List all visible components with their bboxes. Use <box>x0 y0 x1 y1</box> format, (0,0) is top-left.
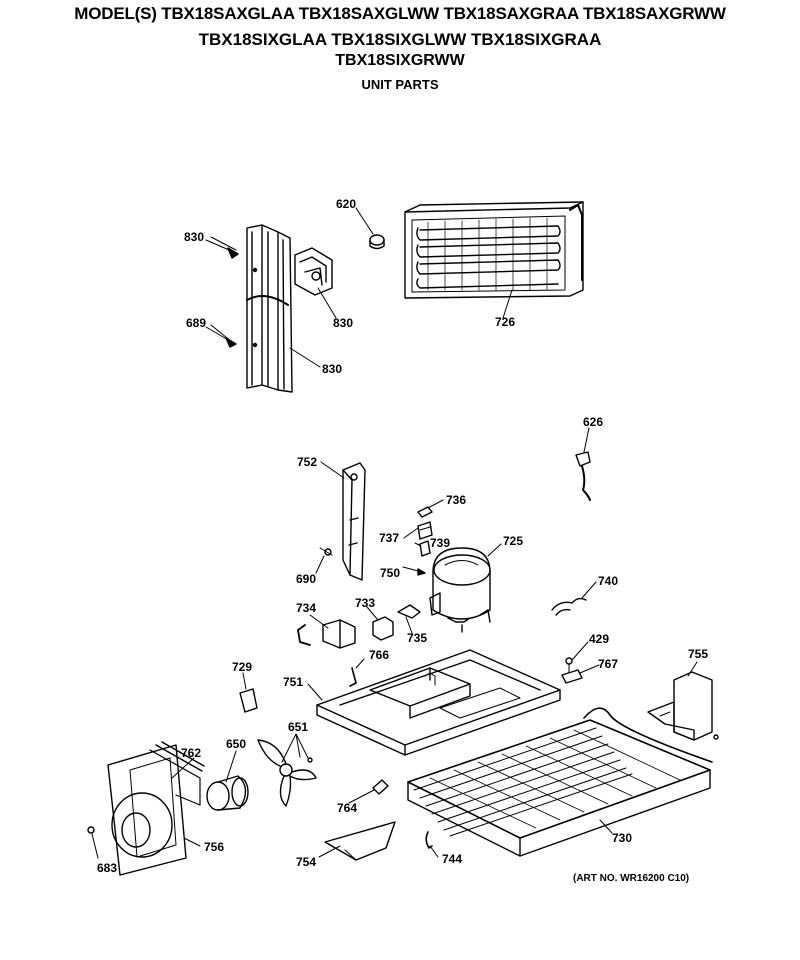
mounting-block-part <box>647 671 719 741</box>
base-pan-part <box>316 649 561 756</box>
part-label-762: 762 <box>181 746 201 760</box>
part-label-737: 737 <box>379 531 399 545</box>
condenser-part <box>404 201 584 299</box>
part-label-750: 750 <box>380 566 400 580</box>
compressor-part <box>429 547 491 633</box>
leader-lines <box>91 207 698 859</box>
bracket-clip-part <box>397 604 421 619</box>
tube-clip-part <box>561 669 583 684</box>
part-label-830: 830 <box>322 362 342 376</box>
part-label-756: 756 <box>204 840 224 854</box>
part-label-766: 766 <box>369 648 389 662</box>
part-label-744: 744 <box>442 852 462 866</box>
compressor-bracket-part <box>342 462 366 581</box>
grommet-part <box>369 234 385 250</box>
screw-part <box>319 547 426 576</box>
part-label-752: 752 <box>297 455 317 469</box>
part-label-739: 739 <box>430 536 450 550</box>
relay-part <box>419 540 431 557</box>
part-label-620: 620 <box>336 197 356 211</box>
clip-part <box>417 506 433 518</box>
terminal-block-part <box>239 688 258 713</box>
part-label-689: 689 <box>186 316 206 330</box>
part-label-764: 764 <box>337 801 357 815</box>
start-relay-part <box>297 619 356 649</box>
part-label-650: 650 <box>226 737 246 751</box>
mounting-bracket-part <box>246 224 293 393</box>
model-list-line-1: MODEL(S) TBX18SAXGLAA TBX18SAXGLWW TBX18… <box>74 4 726 23</box>
screw-part <box>565 657 573 673</box>
clip-part <box>372 779 389 795</box>
part-label-830: 830 <box>184 230 204 244</box>
part-label-755: 755 <box>688 647 708 661</box>
capacitor-part <box>372 616 394 641</box>
part-label-734: 734 <box>296 601 316 615</box>
part-label-725: 725 <box>503 534 523 548</box>
harness-part <box>575 451 591 501</box>
tube-clip-part <box>425 831 433 849</box>
bracket-clamp-part <box>294 247 333 296</box>
part-label-767: 767 <box>598 657 618 671</box>
part-label-733: 733 <box>355 596 375 610</box>
part-label-751: 751 <box>283 675 303 689</box>
model-list-line-3: TBX18SIXGRWW <box>335 52 465 69</box>
fan-motor-part <box>206 775 249 811</box>
part-label-830: 830 <box>333 316 353 330</box>
tube-clip-part <box>349 667 357 687</box>
model-list-line-2: TBX18SIXGLAA TBX18SIXGLWW TBX18SIXGRAA <box>198 30 602 49</box>
screw-part <box>205 239 239 348</box>
part-label-730: 730 <box>612 831 632 845</box>
part-label-626: 626 <box>583 415 603 429</box>
part-label-683: 683 <box>97 861 117 875</box>
art-number: (ART NO. WR16200 C10) <box>573 873 690 884</box>
part-label-429: 429 <box>589 632 609 646</box>
part-label-736: 736 <box>446 493 466 507</box>
condenser-coil-part <box>407 707 713 857</box>
fan-shroud-part <box>107 741 205 876</box>
part-label-726: 726 <box>495 315 515 329</box>
part-label-740: 740 <box>598 574 618 588</box>
part-label-690: 690 <box>296 572 316 586</box>
part-label-735: 735 <box>407 631 427 645</box>
part-label-754: 754 <box>296 855 316 869</box>
drain-tray-part <box>324 821 396 861</box>
overload-part <box>417 521 433 540</box>
fan-blade-part <box>257 739 317 807</box>
part-label-651: 651 <box>288 720 308 734</box>
screw-part <box>87 826 95 834</box>
wire-connector-part <box>551 597 587 616</box>
diagram-subtitle: UNIT PARTS <box>361 77 439 92</box>
part-label-729: 729 <box>232 660 252 674</box>
